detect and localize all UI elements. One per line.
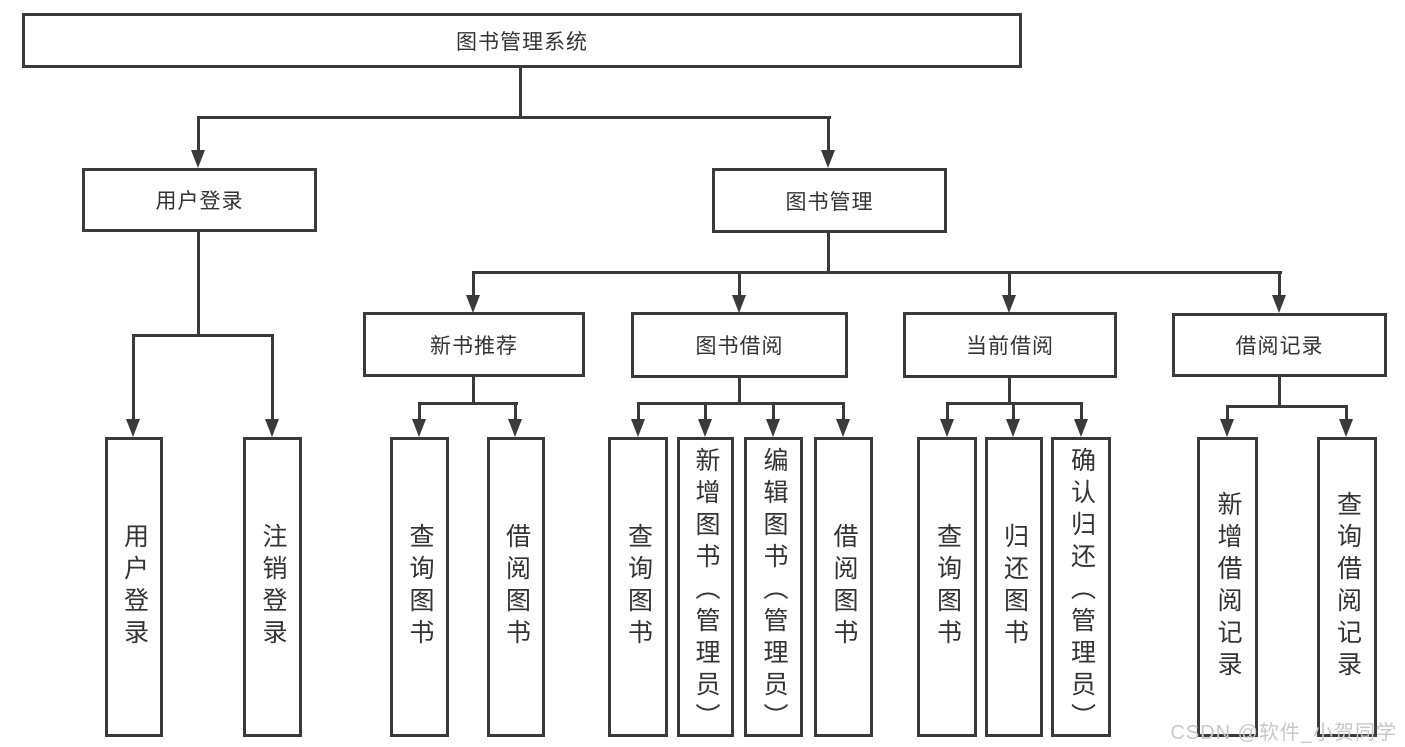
- leaf-query-borrow-record-label: 查询借阅记录: [1333, 491, 1362, 683]
- arrow-down-icon: [265, 419, 279, 437]
- connector-line: [738, 377, 741, 405]
- leaf-rec-borrow-book-label: 借阅图书: [502, 523, 531, 651]
- connector-line: [197, 116, 200, 154]
- arrow-down-icon: [466, 295, 480, 313]
- connector-line: [842, 402, 845, 422]
- connector-line: [1278, 271, 1281, 297]
- arrow-down-icon: [1006, 419, 1020, 437]
- leaf-query-borrow-record: 查询借阅记录: [1317, 437, 1377, 737]
- leaf-edit-book-admin: 编辑图书（管理员）: [744, 437, 803, 737]
- node-root: 图书管理系统: [22, 13, 1022, 68]
- leaf-user-login-label: 用户登录: [120, 523, 149, 651]
- leaf-rec-query-book: 查询图书: [390, 437, 449, 737]
- node-book-borrow-label: 图书借阅: [695, 335, 784, 358]
- leaf-confirm-return-admin: 确认归还（管理员）: [1051, 437, 1111, 737]
- leaf-logout: 注销登录: [243, 437, 302, 737]
- arrow-down-icon: [1339, 419, 1353, 437]
- leaf-edit-book-admin-label: 编辑图书（管理员）: [760, 447, 788, 735]
- arrow-down-icon: [412, 419, 426, 437]
- arrow-down-icon: [126, 419, 140, 437]
- connector-line: [772, 402, 775, 422]
- node-borrow-records: 借阅记录: [1172, 313, 1387, 377]
- node-book-management: 图书管理: [712, 168, 947, 233]
- leaf-add-book-admin: 新增图书（管理员）: [677, 437, 734, 737]
- leaf-add-book-admin-label: 新增图书（管理员）: [692, 447, 720, 735]
- csdn-watermark: CSDN @软件_小贺同学: [1170, 722, 1397, 744]
- connector-line: [1012, 402, 1015, 422]
- connector-line: [1226, 405, 1229, 422]
- arrow-down-icon: [1002, 295, 1016, 313]
- connector-line: [1008, 377, 1011, 405]
- leaf-return-book: 归还图书: [985, 437, 1043, 737]
- arrow-down-icon: [631, 419, 645, 437]
- node-root-label: 图书管理系统: [456, 30, 588, 54]
- arrow-down-icon: [1074, 419, 1088, 437]
- connector-line: [637, 402, 640, 422]
- node-current-borrow: 当前借阅: [903, 312, 1117, 378]
- connector-line: [472, 376, 475, 405]
- arrow-down-icon: [940, 419, 954, 437]
- node-borrow-records-label: 借阅记录: [1235, 335, 1324, 358]
- node-new-book-recommend: 新书推荐: [363, 312, 585, 377]
- connector-line: [418, 402, 518, 405]
- connector-line: [197, 230, 200, 336]
- connector-line: [197, 116, 831, 119]
- connector-line: [637, 402, 845, 405]
- arrow-down-icon: [1272, 295, 1286, 313]
- leaf-user-login: 用户登录: [105, 437, 163, 737]
- connector-line: [1345, 405, 1348, 422]
- connector-line: [738, 271, 741, 297]
- leaf-borrow-query-book-label: 查询图书: [624, 523, 653, 651]
- arrow-down-icon: [821, 150, 835, 168]
- arrow-down-icon: [836, 419, 850, 437]
- connector-line: [472, 271, 475, 297]
- leaf-borrow-query-book: 查询图书: [608, 437, 668, 737]
- arrow-down-icon: [191, 150, 205, 168]
- connector-line: [132, 334, 274, 337]
- connector-line: [704, 402, 707, 422]
- connector-line: [472, 271, 1282, 274]
- connector-line: [271, 334, 274, 422]
- node-current-borrow-label: 当前借阅: [966, 335, 1054, 358]
- leaf-logout-label: 注销登录: [259, 523, 287, 651]
- connector-line: [1278, 377, 1281, 408]
- node-user-login-label: 用户登录: [155, 190, 244, 213]
- leaf-rec-query-book-label: 查询图书: [406, 523, 434, 651]
- leaf-cur-query-book-label: 查询图书: [933, 523, 962, 651]
- connector-line: [827, 233, 830, 274]
- leaf-borrow-borrow-book: 借阅图书: [814, 437, 873, 737]
- arrow-down-icon: [698, 419, 712, 437]
- connector-line: [1226, 405, 1347, 408]
- node-user-login: 用户登录: [82, 168, 317, 232]
- node-book-borrow: 图书借阅: [631, 312, 848, 378]
- arrow-down-icon: [732, 295, 746, 313]
- node-new-book-recommend-label: 新书推荐: [430, 334, 518, 358]
- leaf-borrow-borrow-book-label: 借阅图书: [830, 523, 858, 651]
- leaf-confirm-return-admin-label: 确认归还（管理员）: [1067, 447, 1096, 735]
- arrow-down-icon: [508, 419, 522, 437]
- arrow-down-icon: [1220, 419, 1234, 437]
- connector-line: [519, 68, 522, 118]
- connector-line: [827, 116, 830, 154]
- leaf-rec-borrow-book: 借阅图书: [487, 437, 545, 737]
- leaf-add-borrow-record-label: 新增借阅记录: [1214, 491, 1242, 683]
- connector-line: [1080, 402, 1083, 422]
- connector-line: [1008, 271, 1011, 297]
- leaf-cur-query-book: 查询图书: [917, 437, 977, 737]
- connector-line: [418, 402, 421, 422]
- leaf-return-book-label: 归还图书: [1000, 523, 1029, 651]
- leaf-add-borrow-record: 新增借阅记录: [1197, 437, 1258, 737]
- node-book-management-label: 图书管理: [785, 190, 874, 214]
- connector-line: [132, 334, 135, 422]
- connector-line: [514, 402, 517, 422]
- arrow-down-icon: [766, 419, 780, 437]
- connector-line: [946, 402, 949, 422]
